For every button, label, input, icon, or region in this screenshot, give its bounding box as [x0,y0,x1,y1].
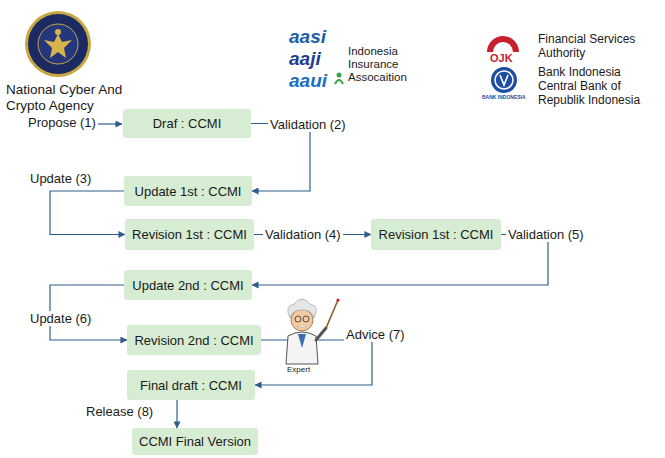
process-box: Update 1st : CCMI [124,176,252,206]
logo-text: BANK INDONESIA [482,95,526,101]
box-text: Final draft : CCMI [140,378,242,393]
logo-text: aaji [289,48,321,70]
box-text: Revision 1st : CCMI [379,227,494,242]
step-label: Validation (2) [268,117,348,132]
bi-logo: ​ [491,67,517,93]
step-label: Validation (4) [263,227,343,242]
box-text: CCMI Final Version [139,434,251,449]
logo-text: National Cyber And Crypto Agency [6,82,124,113]
flow-arrow [251,124,310,192]
step-label: Release (8) [84,404,155,419]
step-label: Update (6) [28,311,93,326]
step-label: Advice (7) [344,327,407,342]
logo-text: OJK [490,52,513,65]
process-box: Revision 1st : CCMI [371,219,501,250]
logo-text: Bank Indonesia Central Bank of Republik … [538,66,656,107]
step-label: Update (3) [28,171,93,186]
box-text: Revision 2nd : CCMI [134,333,253,348]
flow-arrow [50,191,125,235]
logo-text: aaui [289,70,327,92]
agency-emblem [25,11,91,77]
figure-caption: Expert [287,365,310,374]
ojk-logo [487,36,519,52]
flow-arrow [176,400,177,428]
box-text: Update 2nd : CCMI [132,278,243,293]
box-text: Update 1st : CCMI [135,184,242,199]
process-box: Revision 2nd : CCMI [127,325,261,355]
box-text: Draf : CCMI [153,116,222,131]
final-box: CCMI Final Version [132,428,258,455]
logo-text: Financial Services Authority [538,33,656,61]
process-box: Update 2nd : CCMI [124,270,252,300]
process-box: Final draft : CCMI [127,370,255,400]
process-box: Revision 1st : CCMI [125,219,254,250]
expert-figure [286,298,340,364]
logo-text: Propose (1) [28,116,96,131]
box-text: Revision 1st : CCMI [132,227,247,242]
propose-arrow [98,123,122,124]
logo-text: aasi [289,26,326,48]
step-label: Validation (5) [506,227,586,242]
process-box: Draf : CCMI [123,109,251,138]
logo-text: Indonesia Insurance Assocaition [348,45,428,85]
association-marks [335,73,343,85]
